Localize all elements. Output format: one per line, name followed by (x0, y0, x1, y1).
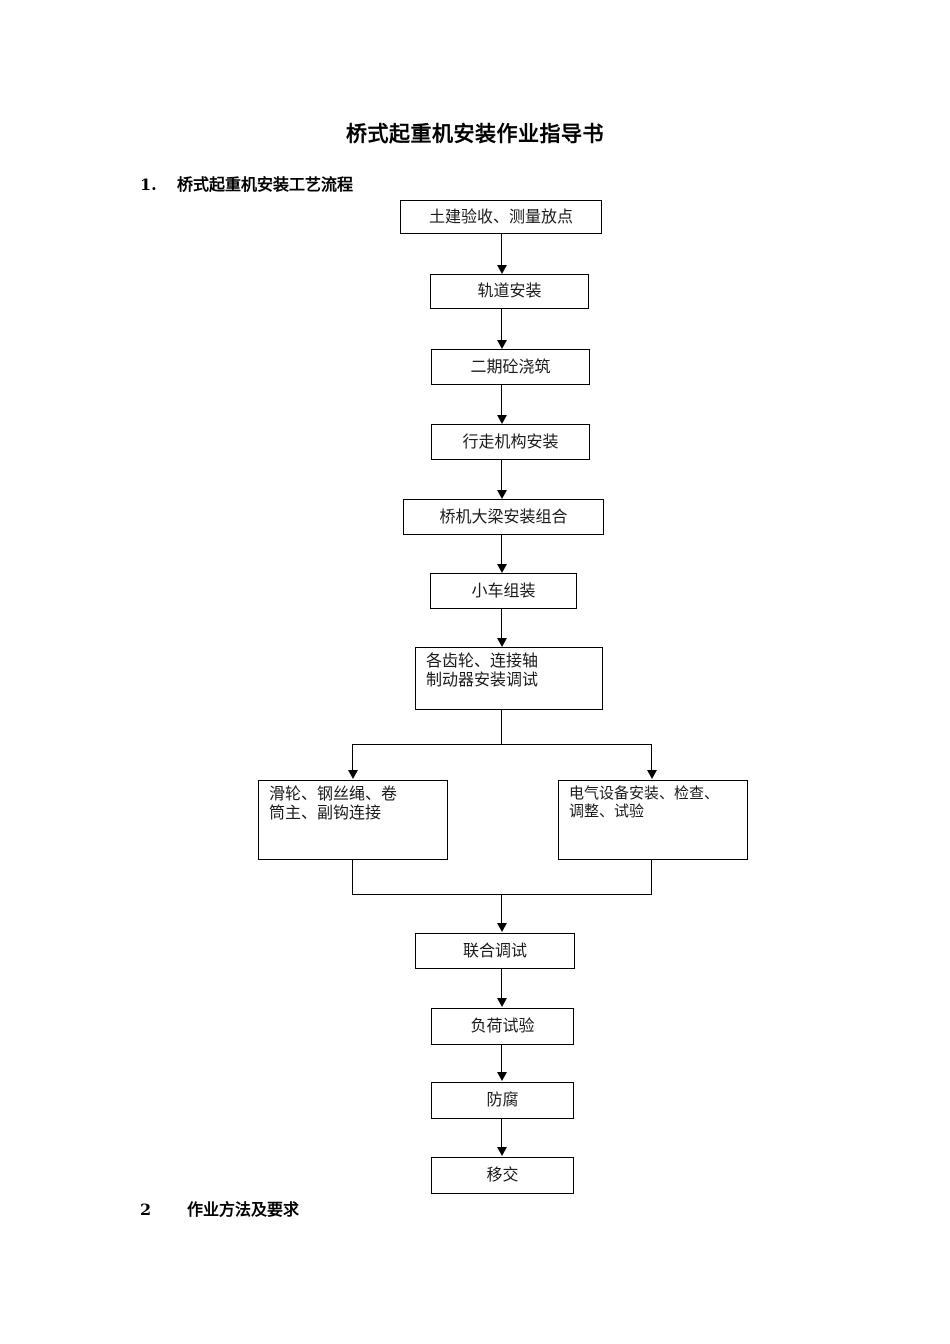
arrowhead-n8a (348, 770, 358, 779)
section-heading-2: 2 作业方法及要求 (140, 1196, 299, 1220)
connector-n2-n3 (501, 309, 502, 341)
connector-split-left-drop (352, 744, 353, 771)
arrowhead-n12 (497, 1147, 507, 1156)
arrowhead-n11 (497, 1072, 507, 1081)
section-2-number: 2 (140, 1200, 152, 1219)
connector-n8b-merge (651, 860, 652, 895)
flow-node-rail-installation: 轨道安装 (430, 274, 589, 309)
arrowhead-n3 (497, 340, 507, 349)
document-title: 桥式起重机安装作业指导书 (346, 122, 604, 146)
connector-n1-n2 (501, 234, 502, 266)
flow-node-trolley-assembly: 小车组装 (430, 573, 577, 609)
arrowhead-n4 (497, 415, 507, 424)
arrowhead-n9 (497, 923, 507, 932)
connector-n3-n4 (501, 385, 502, 416)
flow-node-load-test: 负荷试验 (431, 1008, 574, 1045)
flow-node-travel-mechanism: 行走机构安装 (431, 424, 590, 460)
arrowhead-n5 (497, 490, 507, 499)
arrowhead-n2 (497, 265, 507, 274)
section-1-title: 桥式起重机安装工艺流程 (177, 175, 354, 194)
connector-n4-n5 (501, 460, 502, 491)
arrowhead-n7 (497, 638, 507, 647)
connector-n6-n7 (501, 609, 502, 638)
connector-n7-split (501, 710, 502, 745)
arrowhead-n8b (647, 770, 657, 779)
section-1-number: 1. (140, 175, 157, 194)
connector-n8a-merge (352, 860, 353, 895)
connector-merge-drop (501, 894, 502, 924)
flow-node-civil-acceptance: 土建验收、测量放点 (400, 200, 602, 234)
connector-split-bar (352, 744, 651, 745)
arrowhead-n10 (497, 998, 507, 1007)
section-heading-1: 1. 桥式起重机安装工艺流程 (140, 171, 353, 195)
arrowhead-n6 (497, 564, 507, 573)
flow-node-second-stage-concrete: 二期砼浇筑 (431, 349, 590, 385)
flow-node-gear-shaft-brake: 各齿轮、连接轴 制动器安装调试 (415, 647, 603, 710)
connector-n11-n12 (501, 1119, 502, 1148)
flow-node-anticorrosion: 防腐 (431, 1082, 574, 1119)
flow-node-joint-commissioning: 联合调试 (415, 933, 575, 969)
flow-node-girder-assembly: 桥机大梁安装组合 (403, 499, 604, 535)
flow-node-handover: 移交 (431, 1157, 574, 1194)
connector-n9-n10 (501, 969, 502, 999)
connector-n5-n6 (501, 535, 502, 565)
flow-node-electrical-equipment: 电气设备安装、检查、 调整、试验 (558, 780, 748, 860)
flow-node-sheave-rope-drum-hook: 滑轮、钢丝绳、卷 筒主、副钩连接 (258, 780, 448, 860)
connector-split-right-drop (651, 744, 652, 771)
connector-n10-n11 (501, 1045, 502, 1073)
section-2-title: 作业方法及要求 (187, 1200, 300, 1219)
